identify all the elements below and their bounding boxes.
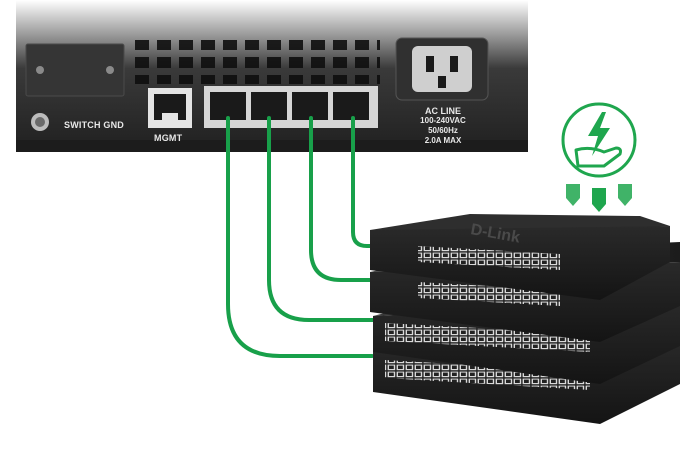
down-arrows-icon [566,184,632,212]
ac-line-frequency: 50/60Hz [428,126,458,135]
back-panel [16,0,528,152]
mgmt-port [148,88,192,128]
cable-2 [309,116,377,282]
cable-4 [226,116,374,358]
switch-gnd-label: SWITCH GND [64,120,124,130]
mgmt-label: MGMT [154,133,183,143]
cable-3 [267,116,375,322]
ac-line-label: AC LINE 100-240VAC 50/60Hz 2.0A MAX [399,106,487,146]
ac-line-title: AC LINE [425,106,461,116]
ground-screw-icon [31,113,49,131]
ac-inlet [395,37,489,101]
cable-1 [351,116,382,248]
ac-line-current: 2.0A MAX [424,136,462,145]
module-plate [25,43,125,97]
switch-1: D-Link [370,214,670,300]
stacking-ports [204,86,378,128]
stacking-cables [226,116,382,358]
hand-with-lightning-icon [561,102,637,212]
ac-line-voltage: 100-240VAC [420,116,466,125]
switch-stack: D-Link [370,214,680,424]
